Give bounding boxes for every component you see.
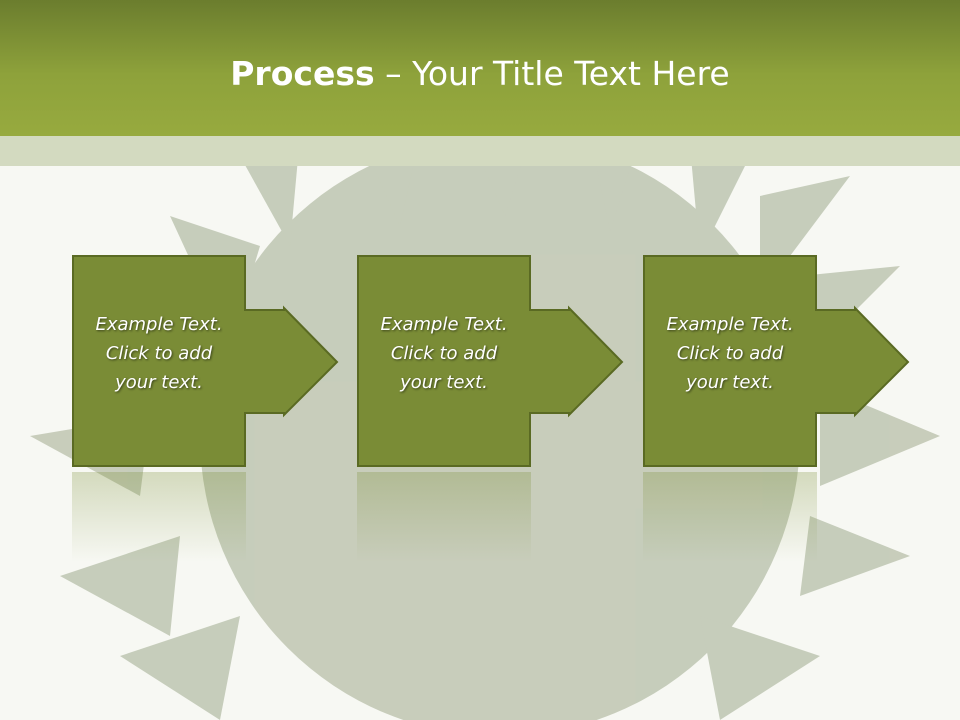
step-text-line-3: your text. — [115, 372, 203, 393]
slide-title[interactable]: Process – Your Title Text Here — [0, 52, 960, 96]
process-step-1[interactable]: Example Text. Click to add your text. — [72, 255, 344, 470]
step-shape — [72, 255, 339, 467]
step-shape — [357, 255, 624, 467]
step-text-line-1: Example Text. — [666, 314, 794, 335]
step-shape — [643, 255, 910, 467]
step-text-line-3: your text. — [686, 372, 774, 393]
step-text-line-2: Click to add — [390, 343, 498, 364]
step-text: Example Text. Click to add your text. — [363, 310, 525, 397]
step-reflection-1 — [72, 472, 246, 562]
header-band — [0, 136, 960, 166]
process-step-2[interactable]: Example Text. Click to add your text. — [357, 255, 629, 470]
title-bar — [0, 0, 960, 136]
step-text-line-1: Example Text. — [380, 314, 508, 335]
step-reflection-2 — [357, 472, 531, 562]
step-text-line-2: Click to add — [105, 343, 213, 364]
step-text: Example Text. Click to add your text. — [78, 310, 240, 397]
step-text-line-2: Click to add — [676, 343, 784, 364]
process-step-3[interactable]: Example Text. Click to add your text. — [643, 255, 915, 470]
title-rest: – Your Title Text Here — [374, 54, 730, 93]
step-reflection-3 — [643, 472, 817, 562]
step-text-line-3: your text. — [400, 372, 488, 393]
step-text: Example Text. Click to add your text. — [649, 310, 811, 397]
title-bold: Process — [230, 54, 375, 93]
step-text-line-1: Example Text. — [95, 314, 223, 335]
